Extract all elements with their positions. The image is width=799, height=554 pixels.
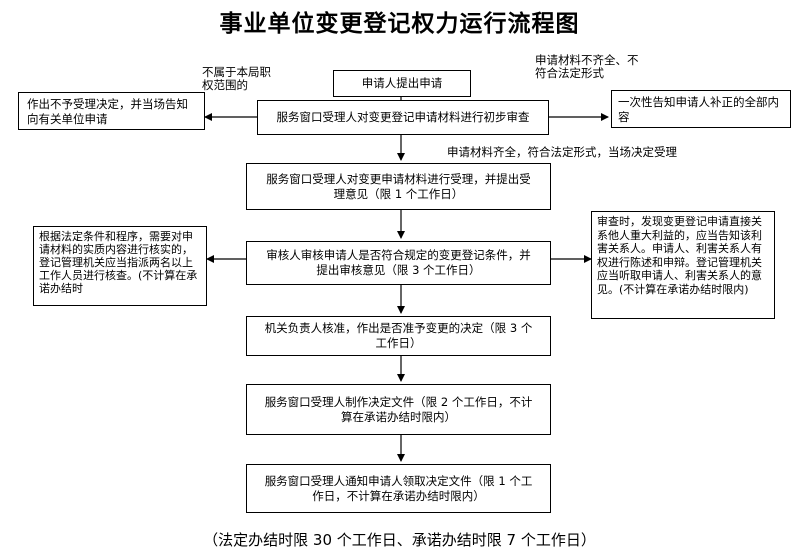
node-document-label: 服务窗口受理人制作决定文件（限 2 个工作日，不计算在承诺办结时限内） xyxy=(264,394,533,424)
node-reject-label: 作出不予受理决定，并当场告知向有关单位申请 xyxy=(27,97,188,126)
node-notify-pickup: 服务窗口受理人通知申请人领取决定文件（限 1 个工作日，不计算在承诺办结时限内） xyxy=(246,464,551,513)
note-verify: 根据法定条件和程序，需要对申请材料的实质内容进行核实的，登记管理机关应当指派两名… xyxy=(33,226,207,306)
node-initial-review: 服务窗口受理人对变更登记申请材料进行初步审查 xyxy=(257,100,549,135)
footer-time-limit: （法定办结时限 30 个工作日、承诺办结时限 7 个工作日） xyxy=(203,531,596,549)
label-complete: 申请材料齐全，符合法定形式，当场决定受理 xyxy=(447,145,677,159)
note-hearing-text: 审查时，发现变更登记申请直接关系他人重大利益的，应当告知该利害关系人。申请人、利… xyxy=(597,215,762,296)
note-verify-text: 根据法定条件和程序，需要对申请材料的实质内容进行核实的，登记管理机关应当指派两名… xyxy=(39,230,198,295)
node-audit: 审核人审核申请人是否符合规定的变更登记条件，并提出审核意见（限 3 个工作日） xyxy=(246,241,551,285)
label-not-belong: 不属于本局职权范围的 xyxy=(202,65,271,92)
node-accept-label: 服务窗口受理人对变更申请材料进行受理，并提出受理意见（限 1 个工作日） xyxy=(266,171,531,201)
note-hearing: 审查时，发现变更登记申请直接关系他人重大利益的，应当告知该利害关系人。申请人、利… xyxy=(591,211,775,319)
node-apply: 申请人提出申请 xyxy=(333,70,471,97)
node-initial-review-label: 服务窗口受理人对变更登记申请材料进行初步审查 xyxy=(276,110,530,124)
node-accept: 服务窗口受理人对变更申请材料进行受理，并提出受理意见（限 1 个工作日） xyxy=(246,163,551,210)
node-reject: 作出不予受理决定，并当场告知向有关单位申请 xyxy=(18,92,205,130)
node-notify-supplement-label: 一次性告知申请人补正的全部内容 xyxy=(618,95,779,124)
node-notify-supplement: 一次性告知申请人补正的全部内容 xyxy=(611,90,791,128)
node-document: 服务窗口受理人制作决定文件（限 2 个工作日，不计算在承诺办结时限内） xyxy=(246,384,551,435)
node-audit-label: 审核人审核申请人是否符合规定的变更登记条件，并提出审核意见（限 3 个工作日） xyxy=(266,248,531,277)
node-decision-label: 机关负责人核准，作出是否准予变更的决定（限 3 个工作日） xyxy=(264,321,533,350)
label-incomplete: 申请材料不齐全、不符合法定形式 xyxy=(535,53,639,80)
page-title: 事业单位变更登记权力运行流程图 xyxy=(219,11,580,37)
node-notify-pickup-label: 服务窗口受理人通知申请人领取决定文件（限 1 个工作日，不计算在承诺办结时限内） xyxy=(264,473,533,503)
node-decision: 机关负责人核准，作出是否准予变更的决定（限 3 个工作日） xyxy=(246,316,551,356)
node-apply-label: 申请人提出申请 xyxy=(361,76,443,90)
